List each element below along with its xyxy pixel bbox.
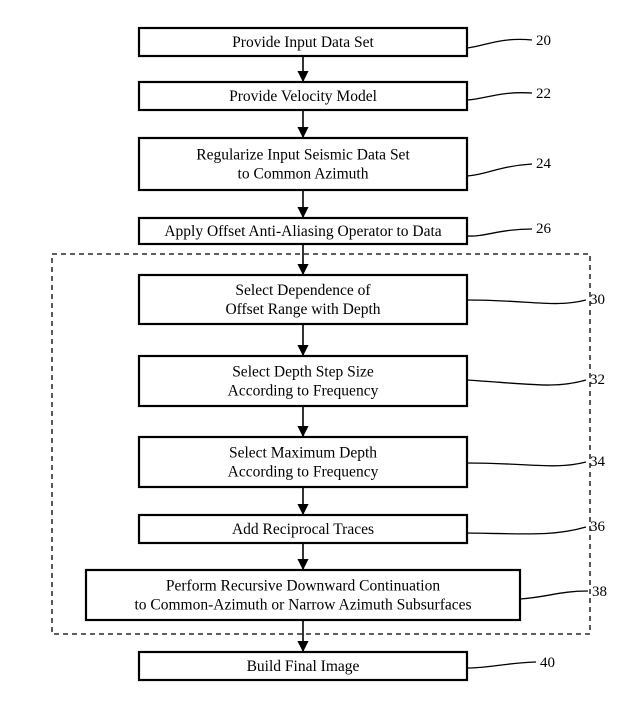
step-label-line: Perform Recursive Downward Continuation bbox=[166, 578, 440, 595]
reference-leader-line bbox=[466, 461, 587, 467]
step-label-line: Provide Velocity Model bbox=[229, 88, 377, 105]
step-label-line: Build Final Image bbox=[247, 658, 360, 675]
step-label-line: Offset Range with Depth bbox=[225, 301, 380, 318]
reference-numeral: 26 bbox=[536, 221, 552, 237]
step-box bbox=[137, 513, 469, 545]
step-box bbox=[137, 216, 469, 246]
reference-leader-line bbox=[519, 590, 589, 600]
step-label-line: to Common-Azimuth or Narrow Azimuth Subs… bbox=[134, 597, 471, 614]
reference-numeral: 32 bbox=[590, 372, 605, 388]
step-label-line: According to Frequency bbox=[228, 464, 379, 481]
step-label-line: Select Depth Step Size bbox=[232, 364, 374, 381]
step-box bbox=[137, 354, 469, 408]
reference-leader-line bbox=[466, 299, 587, 305]
step-label-line: Select Dependence of bbox=[235, 282, 371, 299]
flow-step-select-dependence-of-offset-range: Select Dependence of Offset Range with De… bbox=[137, 273, 605, 326]
flow-step-provide-velocity-model: Provide Velocity Model 22 bbox=[137, 80, 551, 112]
reference-numeral: 36 bbox=[590, 519, 606, 535]
reference-leader-line bbox=[466, 228, 533, 237]
reference-numeral: 20 bbox=[536, 33, 551, 49]
reference-leader-line bbox=[466, 526, 587, 535]
step-label-line: Apply Offset Anti-Aliasing Operator to D… bbox=[164, 223, 441, 240]
flow-step-build-final-image: Build Final Image 40 bbox=[137, 650, 555, 682]
flow-step-add-reciprocal-traces: Add Reciprocal Traces 36 bbox=[137, 513, 606, 545]
reference-numeral: 22 bbox=[536, 86, 551, 102]
step-label-line: Add Reciprocal Traces bbox=[232, 521, 374, 538]
step-label-line: Regularize Input Seismic Data Set bbox=[196, 147, 410, 164]
step-box bbox=[137, 273, 469, 326]
reference-numeral: 40 bbox=[540, 655, 555, 671]
reference-numeral: 30 bbox=[590, 292, 605, 308]
step-box bbox=[84, 568, 522, 622]
flow-step-apply-offset-anti-aliasing-operator: Apply Offset Anti-Aliasing Operator to D… bbox=[137, 216, 552, 246]
reference-numeral: 24 bbox=[536, 156, 552, 172]
step-box bbox=[137, 80, 469, 112]
step-label-line: to Common Azimuth bbox=[238, 166, 369, 183]
reference-leader-line bbox=[466, 379, 587, 386]
step-label-line: Select Maximum Depth bbox=[229, 445, 377, 462]
step-label-line: According to Frequency bbox=[228, 383, 379, 400]
reference-numeral: 38 bbox=[592, 584, 607, 600]
reference-leader-line bbox=[466, 661, 537, 669]
step-box bbox=[137, 26, 469, 58]
reference-leader-line bbox=[466, 163, 533, 177]
reference-leader-line bbox=[466, 38, 533, 49]
flow-step-regularize-input-seismic-data-set: Regularize Input Seismic Data Set to Comm… bbox=[137, 136, 552, 192]
reference-numeral: 34 bbox=[590, 454, 606, 470]
flow-step-perform-recursive-downward-continuation: Perform Recursive Downward Continuation t… bbox=[84, 568, 607, 622]
step-box bbox=[137, 136, 469, 192]
reference-leader-line bbox=[466, 92, 533, 101]
step-box bbox=[137, 650, 469, 682]
step-label-line: Provide Input Data Set bbox=[232, 34, 374, 51]
step-box bbox=[137, 435, 469, 489]
flow-step-provide-input-data-set: Provide Input Data Set 20 bbox=[137, 26, 551, 58]
